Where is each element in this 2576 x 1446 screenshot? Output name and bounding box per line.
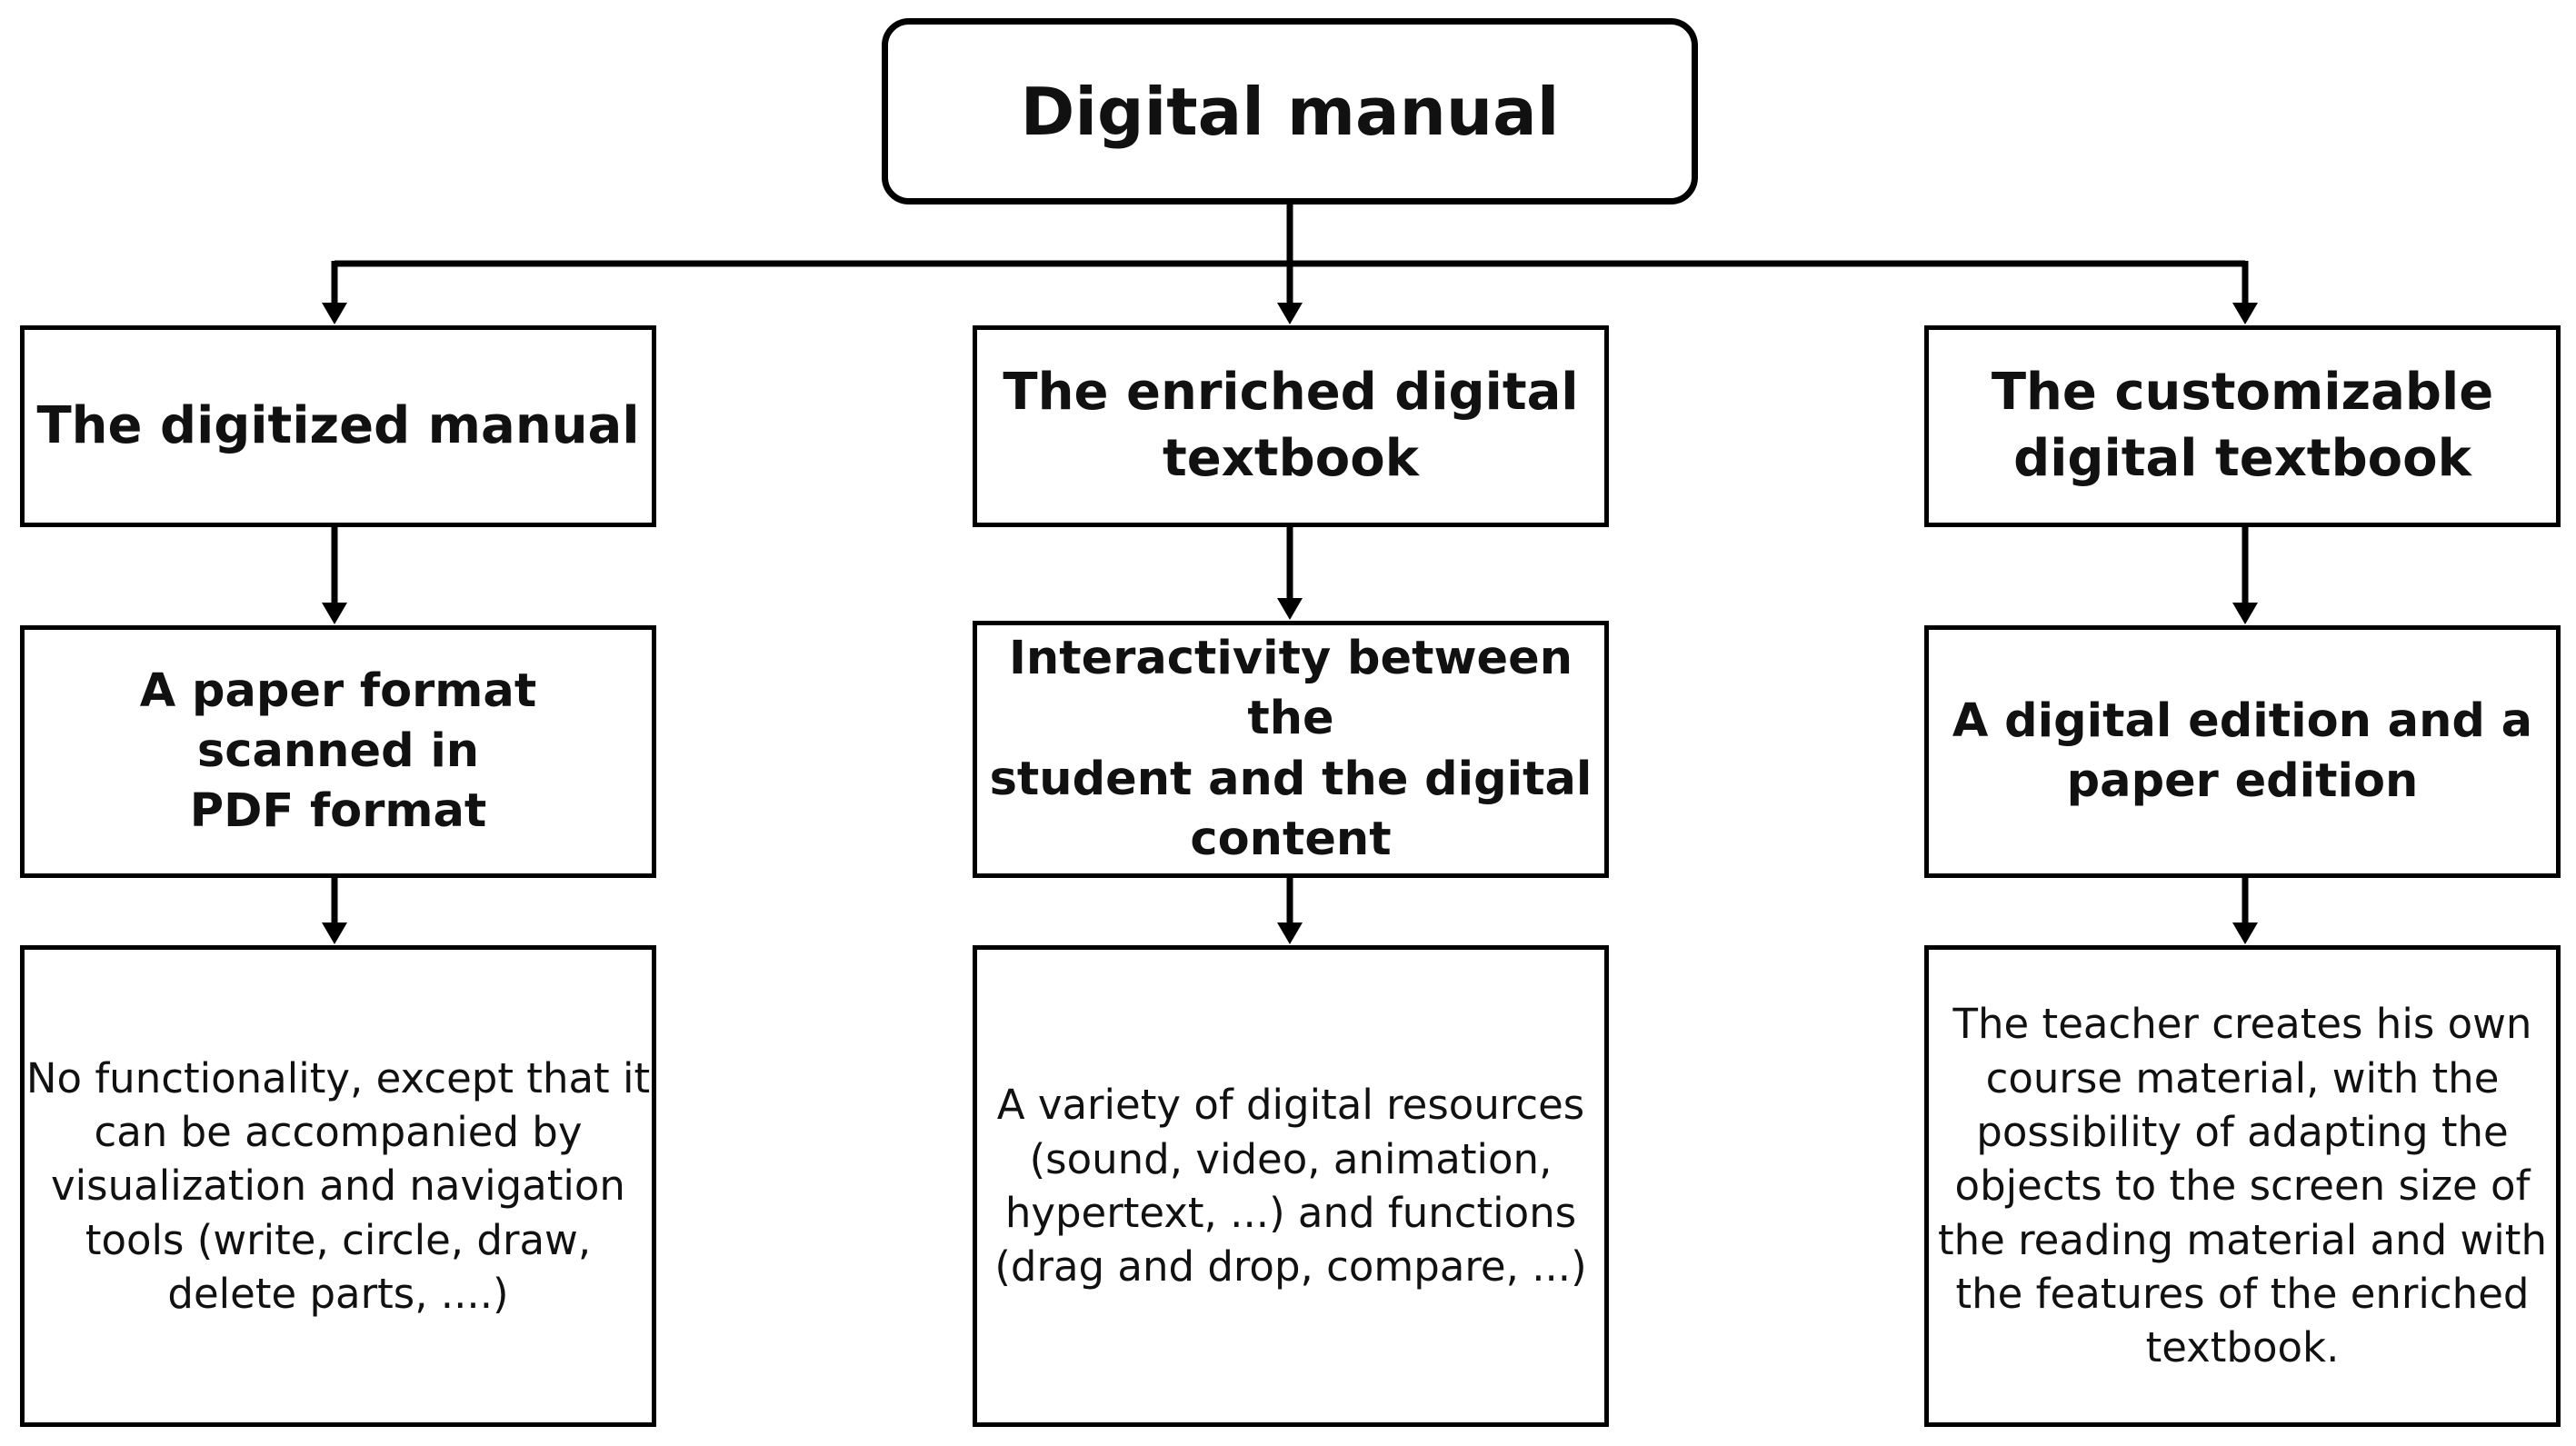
arrowhead	[322, 303, 347, 324]
description-node-enriched: A variety of digital resources (sound, v…	[973, 945, 1609, 1427]
type-node-digitized: The digitized manual	[20, 325, 656, 527]
type-label: The enriched digital textbook	[1003, 363, 1579, 488]
root-title: Digital manual	[1020, 73, 1560, 150]
arrowhead	[2232, 603, 2258, 624]
feature-label: A digital edition and a paper edition	[1952, 693, 2533, 808]
feature-node-digitized: A paper format scanned in PDF format	[20, 625, 656, 878]
arrowhead	[1277, 922, 1303, 944]
feature-node-enriched: Interactivity between the student and th…	[973, 621, 1609, 878]
arrowhead	[322, 922, 347, 944]
arrowhead	[2232, 303, 2258, 324]
description-node-customizable: The teacher creates his own course mater…	[1924, 945, 2561, 1427]
root-node: Digital manual	[882, 18, 1698, 204]
type-node-customizable: The customizable digital textbook	[1924, 325, 2561, 527]
description-node-digitized: No functionality, except that it can be …	[20, 945, 656, 1427]
arrowhead	[1277, 303, 1303, 324]
arrowhead	[1277, 598, 1303, 620]
feature-label: Interactivity between the student and th…	[989, 631, 1593, 866]
type-node-enriched: The enriched digital textbook	[973, 325, 1609, 527]
feature-label: A paper format scanned in PDF format	[139, 663, 537, 839]
arrowhead	[2232, 922, 2258, 944]
type-label: The digitized manual	[36, 395, 640, 455]
type-label: The customizable digital textbook	[1991, 363, 2494, 488]
feature-node-customizable: A digital edition and a paper edition	[1924, 625, 2561, 878]
description-text: The teacher creates his own course mater…	[1938, 1000, 2547, 1372]
arrowhead	[322, 603, 347, 624]
description-text: A variety of digital resources (sound, v…	[994, 1081, 1587, 1291]
description-text: No functionality, except that it can be …	[25, 1053, 651, 1319]
